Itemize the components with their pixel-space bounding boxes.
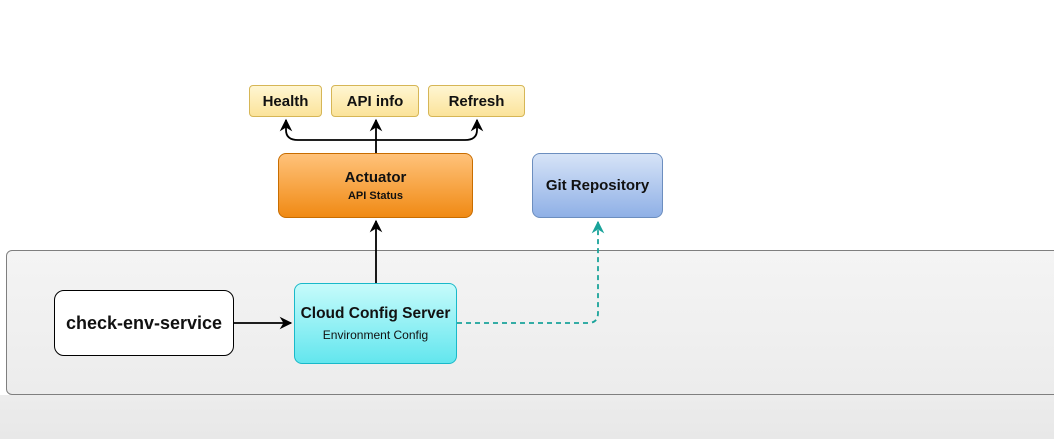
git-repository-title: Git Repository — [545, 177, 650, 194]
edge-actuator-to-health — [279, 118, 376, 141]
edge-config-server-to-git — [457, 220, 605, 324]
actuator-node: Actuator API Status — [278, 153, 473, 218]
cloud-config-server-node: Cloud Config Server Environment Config — [294, 283, 457, 364]
api-info-node: API info — [331, 85, 419, 117]
health-label: Health — [262, 92, 309, 110]
health-node: Health — [249, 85, 322, 117]
cloud-config-server-subtitle: Environment Config — [322, 328, 429, 342]
check-env-service-title: check-env-service — [65, 312, 223, 333]
check-env-service-node: check-env-service — [54, 290, 234, 356]
cloud-config-server-title: Cloud Config Server — [300, 305, 451, 322]
refresh-node: Refresh — [428, 85, 525, 117]
api-info-label: API info — [346, 92, 404, 110]
actuator-subtitle: API Status — [347, 190, 403, 202]
actuator-title: Actuator — [344, 169, 407, 186]
edge-actuator-to-refresh — [376, 118, 484, 141]
refresh-label: Refresh — [448, 92, 505, 110]
git-repository-node: Git Repository — [532, 153, 663, 218]
